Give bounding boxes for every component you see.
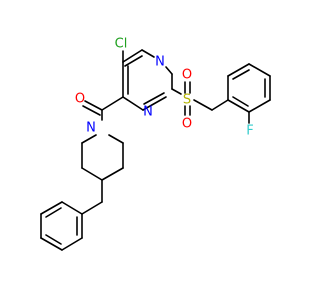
bond-c-o-double bbox=[82, 105, 101, 116]
bond bbox=[101, 96, 124, 111]
bond bbox=[232, 96, 249, 107]
fluorophenyl-ring bbox=[211, 63, 271, 113]
bond bbox=[171, 88, 182, 95]
carbonyl-oxygen-label: O bbox=[75, 92, 85, 107]
bond bbox=[61, 201, 83, 215]
bond bbox=[248, 99, 271, 113]
molecule-structure-diagram: Cl N N O N S O O F bbox=[40, 37, 271, 251]
bond bbox=[81, 167, 103, 181]
bond bbox=[81, 134, 97, 144]
bond bbox=[248, 63, 271, 77]
bond bbox=[227, 99, 250, 113]
bond bbox=[142, 96, 167, 111]
bond bbox=[193, 99, 213, 111]
bond bbox=[232, 69, 250, 80]
chlorine-label: Cl bbox=[115, 37, 128, 52]
sulfonyl-oxygen-bottom-label: O bbox=[182, 117, 192, 132]
bond bbox=[122, 49, 143, 63]
bond-c-o-double bbox=[84, 100, 103, 111]
benzyl-phenyl-ring bbox=[40, 201, 83, 251]
piperidine-nitrogen-label: N bbox=[86, 121, 96, 136]
bond bbox=[227, 63, 250, 77]
bond bbox=[141, 49, 155, 58]
bond bbox=[143, 92, 165, 105]
sulfonyl-oxygen-top-label: O bbox=[182, 68, 192, 83]
bond bbox=[211, 99, 229, 111]
bond bbox=[81, 201, 103, 215]
bond bbox=[108, 134, 124, 144]
bond bbox=[45, 207, 62, 218]
bond bbox=[122, 96, 144, 111]
bond bbox=[61, 237, 83, 251]
pyrimidine-ring bbox=[122, 49, 173, 111]
fluorine-label: F bbox=[246, 124, 253, 139]
sulfur-label: S bbox=[183, 93, 191, 108]
bond bbox=[101, 167, 124, 181]
bond bbox=[165, 66, 173, 75]
pyrimidine-nitrogen-bottom-label: N bbox=[143, 105, 153, 120]
bond bbox=[124, 55, 143, 67]
piperidine-ring bbox=[81, 134, 124, 181]
bond bbox=[40, 201, 63, 215]
pyrimidine-nitrogen-top-label: N bbox=[155, 55, 165, 70]
bond bbox=[45, 234, 62, 245]
bond bbox=[40, 237, 63, 251]
